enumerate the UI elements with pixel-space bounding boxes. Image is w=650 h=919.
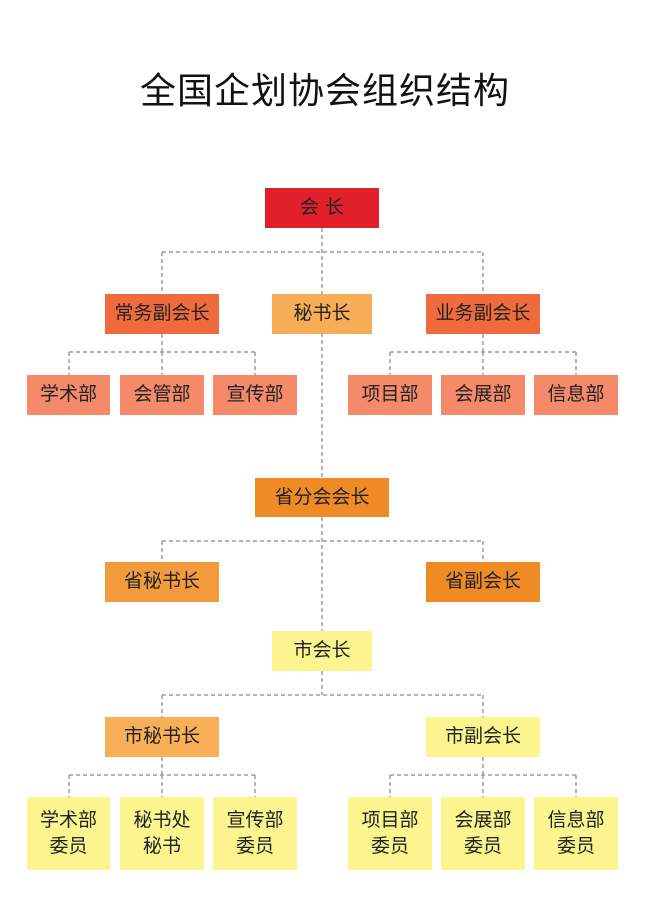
node-publicity-dept: 宣传部: [213, 375, 297, 415]
node-president: 会 长: [265, 188, 379, 228]
node-secretary-general: 秘书长: [272, 294, 372, 334]
chart-title: 全国企划协会组织结构: [139, 71, 510, 112]
node-city-vp: 市副会长: [426, 717, 540, 757]
node-city-secretary-general: 市秘书长: [105, 717, 219, 757]
node-project-dept: 项目部: [348, 375, 432, 415]
node-exec-vp: 常务副会长: [105, 294, 219, 334]
node-city-academic-member: 学术部 委员: [27, 797, 110, 870]
node-city-publicity-member: 宣传部 委员: [213, 797, 297, 870]
node-city-president: 市会长: [272, 631, 372, 671]
node-provincial-secretary-general: 省秘书长: [105, 562, 219, 602]
node-city-exhibition-member: 会展部 委员: [441, 797, 525, 870]
node-city-secretariat-secretary: 秘书处 秘书: [120, 797, 204, 870]
node-business-vp: 业务副会长: [426, 294, 540, 334]
node-city-information-member: 信息部 委员: [534, 797, 618, 870]
node-academic-dept: 学术部: [27, 375, 110, 415]
node-information-dept: 信息部: [534, 375, 618, 415]
node-provincial-vp: 省副会长: [426, 562, 540, 602]
node-association-mgmt-dept: 会管部: [120, 375, 204, 415]
node-provincial-president: 省分会会长: [255, 478, 389, 517]
node-city-project-member: 项目部 委员: [348, 797, 432, 870]
node-exhibition-dept: 会展部: [441, 375, 525, 415]
